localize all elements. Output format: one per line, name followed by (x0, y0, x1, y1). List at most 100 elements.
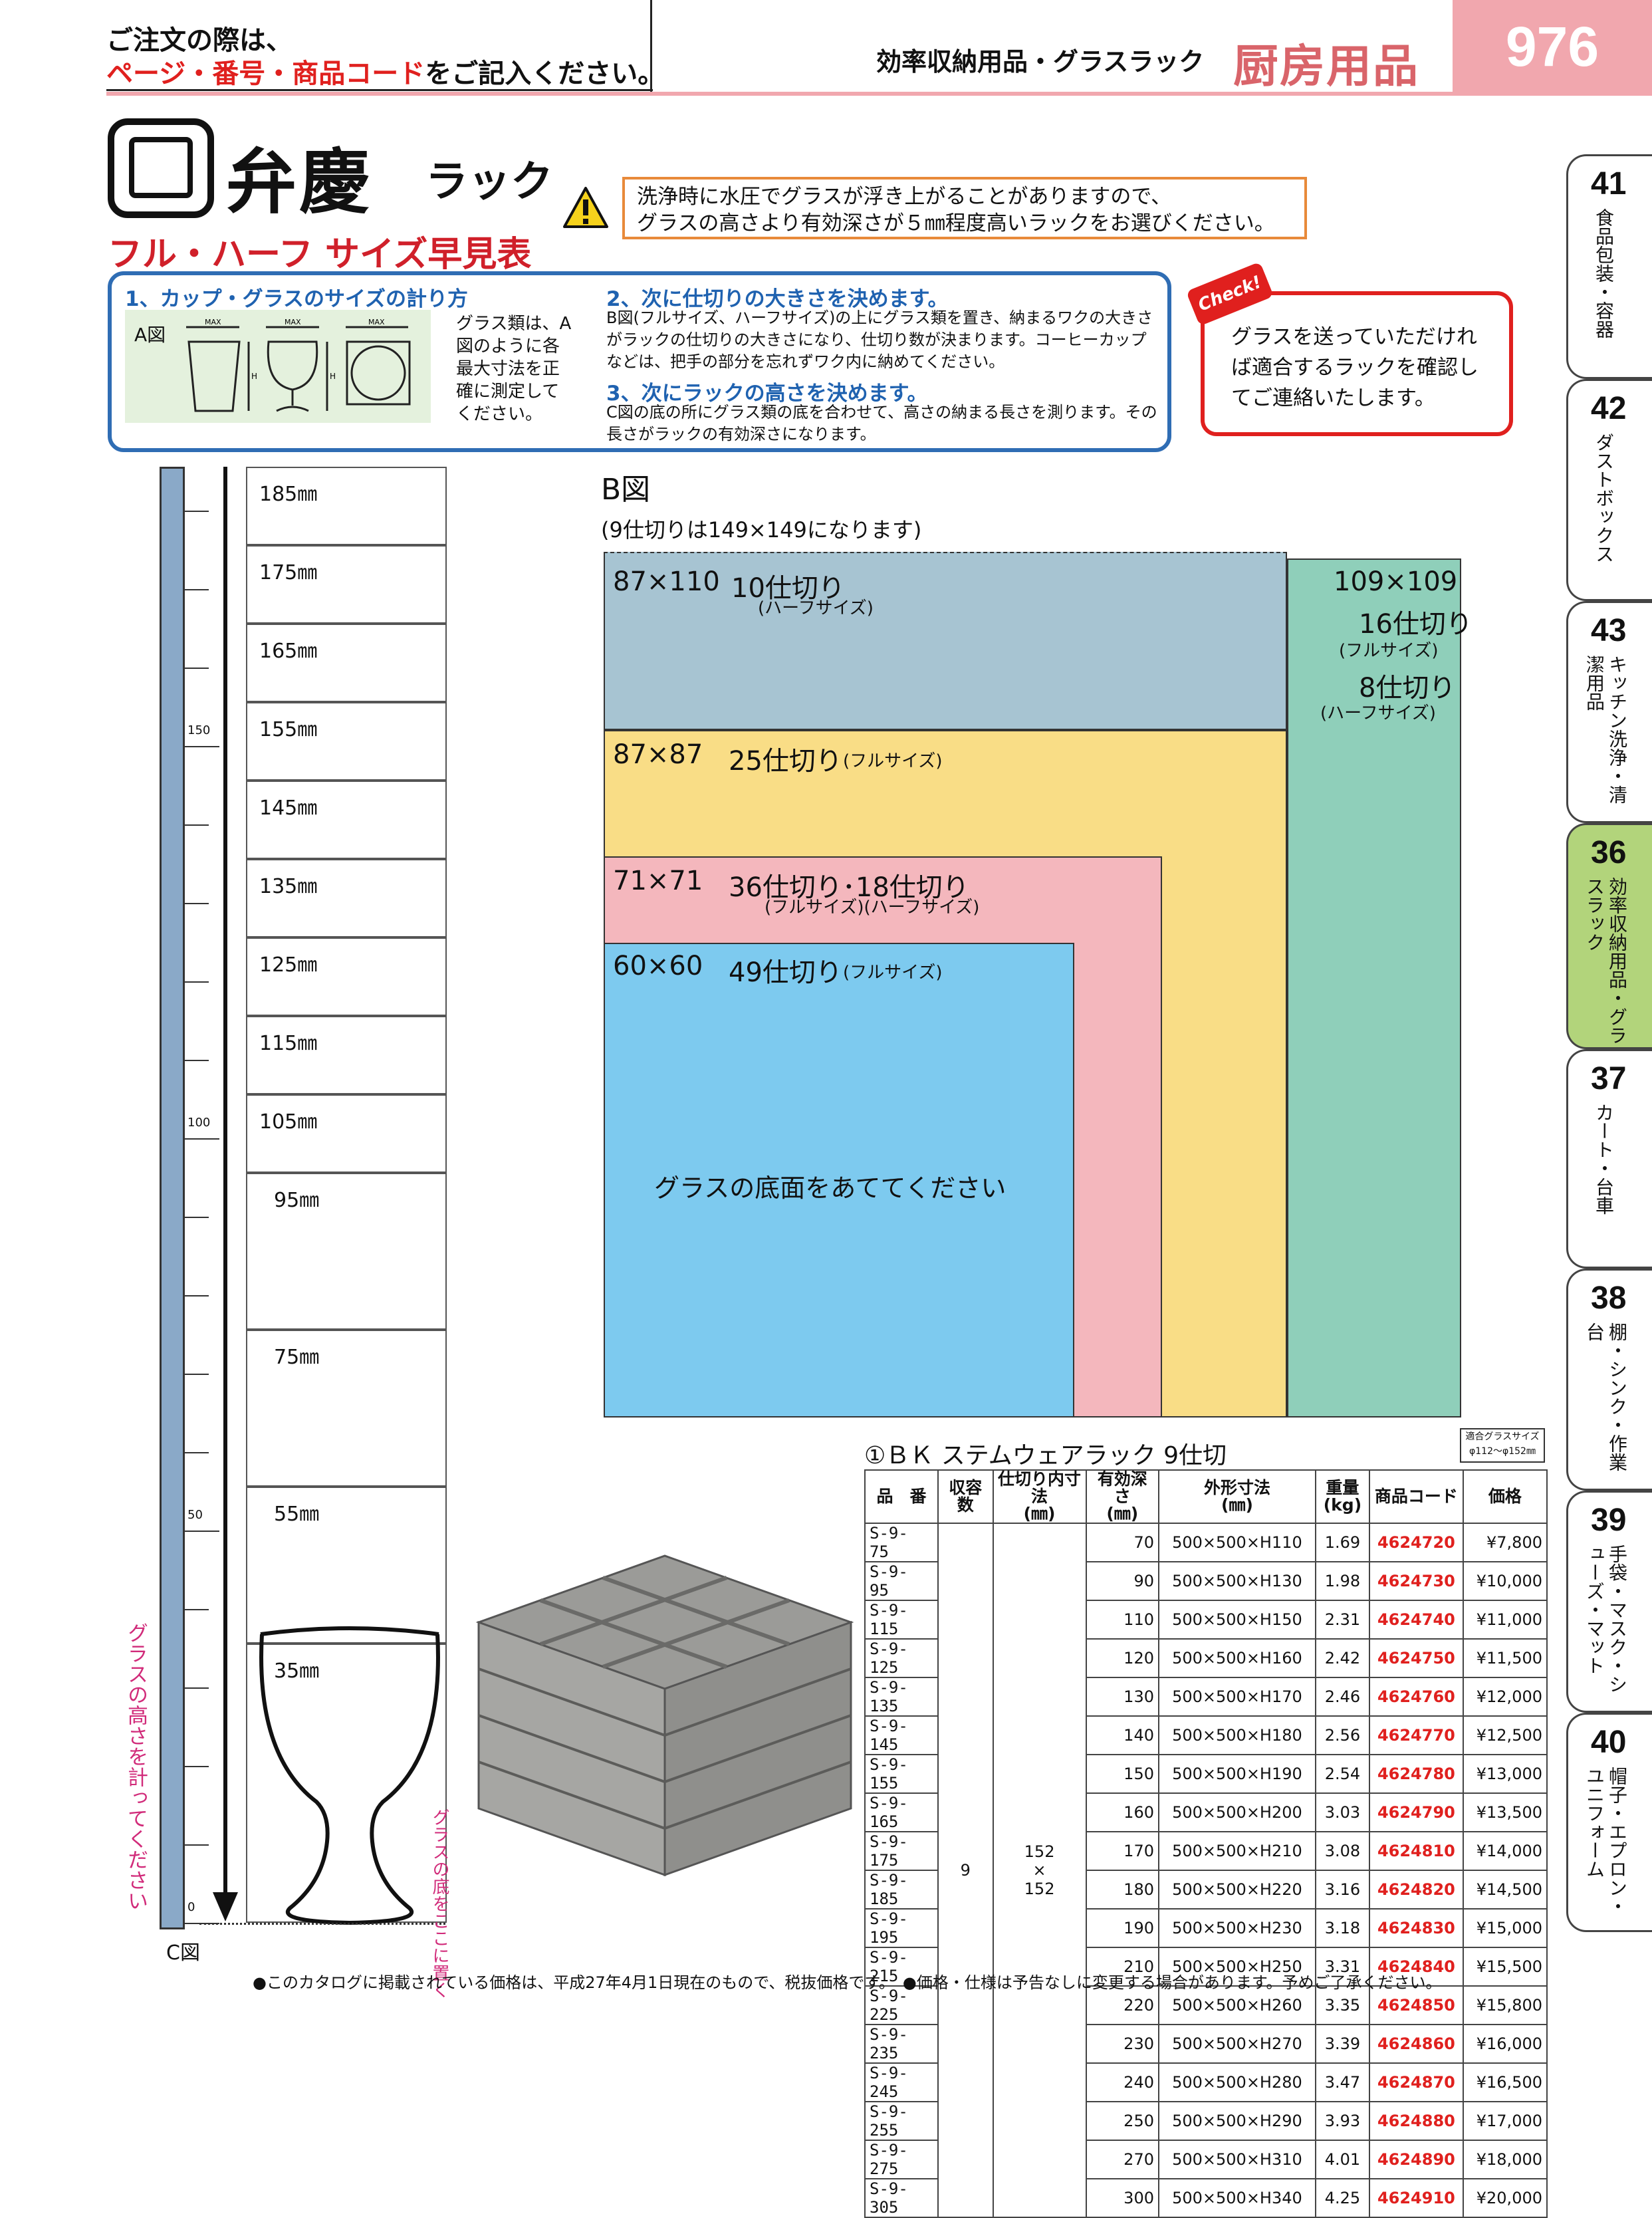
outer-cell: 500×500×H160 (1157, 1638, 1316, 1678)
depth-cell: 140 (1085, 1715, 1159, 1755)
divider-cell: 152×152 (992, 1523, 1087, 2218)
model-cell: S-9-275 (864, 2140, 939, 2179)
depth-cell: 70 (1085, 1523, 1159, 1562)
outer-cell: 500×500×H290 (1157, 2101, 1316, 2141)
depth-cell: 210 (1085, 1947, 1159, 1987)
height-cell: 165㎜ (246, 624, 447, 702)
product-code-cell: 4624730 (1368, 1561, 1464, 1601)
col-depth: 有効深さ (㎜) (1085, 1469, 1159, 1524)
a-max-1: MAX (205, 318, 221, 326)
price-cell: ¥12,500 (1462, 1715, 1548, 1755)
depth-cell: 180 (1085, 1870, 1159, 1910)
divider-divider_a: 152 (1024, 1842, 1055, 1861)
height-cell: 105㎜ (246, 1094, 447, 1173)
weight-cell: 2.56 (1314, 1715, 1370, 1755)
arrow-down-icon (213, 1892, 238, 1921)
depth-cell: 170 (1085, 1831, 1159, 1871)
model-cell: S-9-165 (864, 1792, 939, 1832)
height-cell: 175㎜ (246, 545, 447, 624)
warning-box: 洗浄時に水圧でグラスが浮き上がることがありますので、 グラスの高さより有効深さが… (622, 177, 1307, 239)
weight-cell: 4.25 (1314, 2178, 1370, 2218)
outer-cell: 500×500×H310 (1157, 2140, 1316, 2179)
yellow-divisions: 25仕切り (729, 746, 842, 777)
pink-size: 71×71 (613, 866, 703, 896)
a-diagram-cups-icon: MAX MAX MAX H H (186, 318, 411, 412)
price-cell: ¥13,500 (1462, 1792, 1548, 1832)
blue-size: 60×60 (613, 951, 703, 981)
place-glass-text: グラスの底面をあててください (654, 1173, 1006, 1203)
a-max-3: MAX (368, 318, 385, 326)
col-model: 品 番 (864, 1469, 939, 1524)
pink-type: (フルサイズ)(ハーフサイズ) (765, 898, 980, 918)
place-bottom-text: グラスの底をここに置く (429, 1808, 449, 1999)
green-divisions-full: 16仕切り (1359, 609, 1473, 640)
weight-cell: 3.39 (1314, 2024, 1370, 2064)
height-cell: 185㎜ (246, 467, 447, 545)
price-cell: ¥14,000 (1462, 1831, 1548, 1871)
model-cell: S-9-245 (864, 2062, 939, 2102)
brand-name: 弁慶 (226, 140, 372, 223)
ruler-tick (185, 1687, 209, 1689)
weight-cell: 3.93 (1314, 2101, 1370, 2141)
height-cell: 75㎜ (246, 1330, 447, 1487)
height-cell: 155㎜ (246, 702, 447, 781)
capacity-cell: 9 (937, 1523, 994, 2218)
depth-cell: 230 (1085, 2024, 1159, 2064)
bottom-dotted-line (199, 1923, 445, 1925)
a-diagram-label: A図 (134, 324, 166, 346)
howto-step1-heading: 1、カップ・グラスのサイズの計り方 (125, 287, 469, 311)
pink-divisions: 36仕切り･18仕切り (729, 872, 969, 903)
col-weight: 重量 (kg) (1314, 1469, 1370, 1524)
model-cell: S-9-195 (864, 1908, 939, 1948)
model-cell: S-9-135 (864, 1677, 939, 1717)
c-diagram-label: C図 (166, 1941, 200, 1965)
product-code-cell: 4624860 (1368, 2024, 1464, 2064)
blue-area-60 (604, 943, 1074, 1417)
product-code-cell: 4624840 (1368, 1947, 1464, 1987)
model-cell: S-9-115 (864, 1600, 939, 1640)
model-cell: S-9-255 (864, 2101, 939, 2141)
outer-cell: 500×500×H150 (1157, 1600, 1316, 1640)
weight-cell: 1.98 (1314, 1561, 1370, 1601)
order-note-line1: ご注文の際は、 (106, 25, 293, 56)
ruler-label-100: 100 (187, 1116, 211, 1130)
depth-cell: 130 (1085, 1677, 1159, 1717)
ruler-tick (185, 1531, 219, 1532)
product-code-cell: 4624830 (1368, 1908, 1464, 1948)
ruler-tick (185, 668, 209, 669)
footer-note: ●このカタログに掲載されている価格は、平成27年4月1日現在のもので、税抜価格で… (253, 1973, 1442, 1992)
grey-type: (ハーフサイズ) (758, 598, 874, 618)
ruler-label-0: 0 (187, 1900, 195, 1914)
blue-type: (フルサイズ) (843, 963, 943, 983)
header-underline (106, 89, 653, 91)
price-cell: ¥13,000 (1462, 1754, 1548, 1794)
outer-cell: 500×500×H210 (1157, 1831, 1316, 1871)
product-code-cell: 4624770 (1368, 1715, 1464, 1755)
weight-cell: 3.16 (1314, 1870, 1370, 1910)
price-cell: ¥16,000 (1462, 2024, 1548, 2064)
ruler-label-50: 50 (187, 1508, 203, 1522)
outer-cell: 500×500×H340 (1157, 2178, 1316, 2218)
a-h-2: H (330, 372, 336, 381)
benkei-logo-icon (108, 118, 214, 218)
weight-cell: 3.03 (1314, 1792, 1370, 1832)
divider-divider_b: 152 (1024, 1880, 1055, 1898)
depth-cell: 270 (1085, 2140, 1159, 2179)
outer-cell: 500×500×H190 (1157, 1754, 1316, 1794)
price-cell: ¥15,500 (1462, 1947, 1548, 1987)
ruler-tick (185, 1609, 209, 1610)
order-note-highlight: ページ・番号・商品コード (106, 59, 425, 89)
